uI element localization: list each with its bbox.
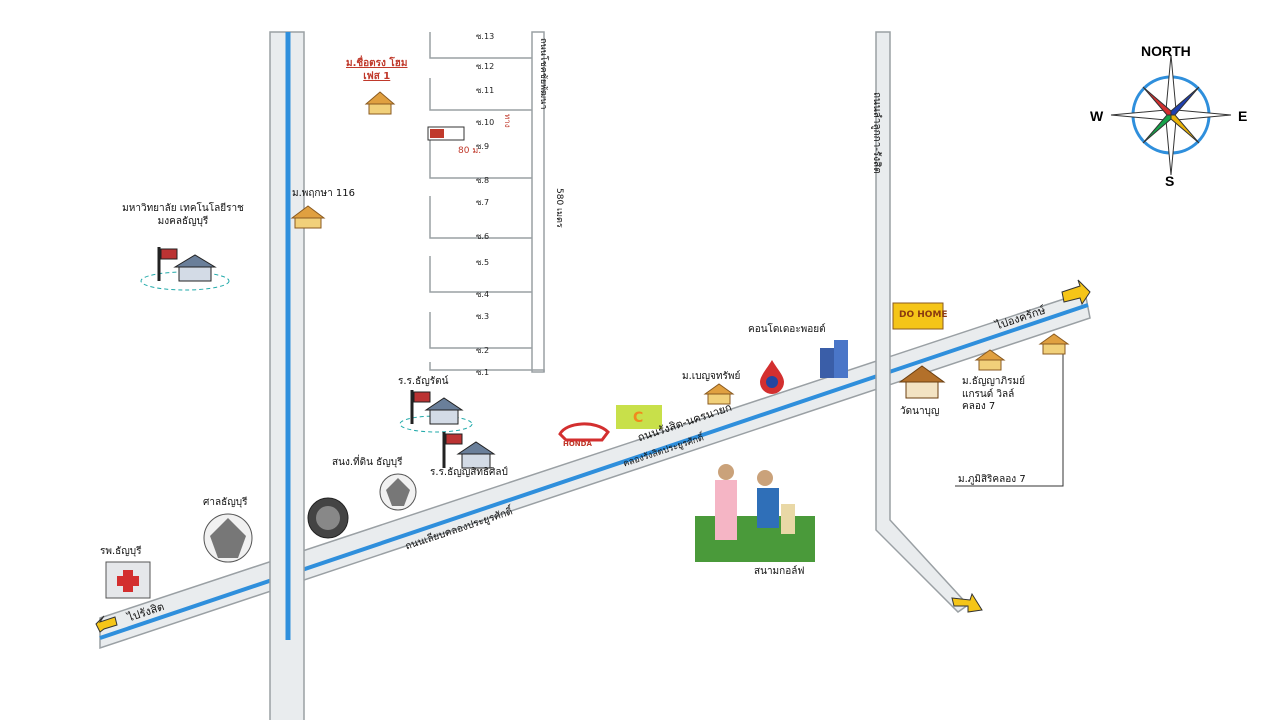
school2-label: ร.ร.ธัญญสิทธิศิลป์ — [430, 467, 508, 478]
seal-icon — [307, 497, 349, 539]
school1-label: ร.ร.ธัญรัตน์ — [398, 376, 449, 387]
golf-label: สนามกอล์ฟ — [754, 566, 805, 577]
project-label: ม.ชื่อตรง โฮม เฟส 1 — [346, 58, 408, 82]
compass-rose-icon — [1110, 54, 1232, 176]
distance-80-label: 80 ม. — [458, 146, 482, 156]
main-canal — [99, 303, 1089, 640]
arrow-rangsit-icon — [95, 615, 118, 633]
project-marker-flag — [430, 129, 444, 138]
house-icon — [703, 383, 735, 405]
shop-logo-letter: C — [633, 410, 643, 426]
house-icon — [364, 91, 396, 115]
arrow-ongkharak-icon — [1061, 279, 1091, 306]
right-road-label: ถนนลำลูกกา-รังสิต — [871, 92, 882, 174]
dohome-logo-icon — [892, 302, 944, 330]
soi-label: ซ.10 — [476, 118, 495, 127]
school-icon — [442, 432, 496, 469]
soi-label: ซ.7 — [476, 198, 490, 207]
honda-logo-icon — [558, 422, 610, 442]
soi-label: ซ.2 — [476, 346, 490, 355]
vertical-road-label: ถนนโชคชัยพัฒนา — [538, 38, 548, 110]
university-label: มหาวิทยาลัย เทคโนโลยีราช มงคลธัญบุรี — [122, 203, 244, 227]
compass-west-label: W — [1090, 108, 1104, 124]
phumsiri-leader-line — [955, 351, 1064, 487]
soi-label: ซ.12 — [476, 62, 495, 71]
soi-label: ซ.11 — [476, 86, 495, 95]
soi-label: ซ.13 — [476, 32, 495, 41]
soi-label: ซ.3 — [476, 312, 490, 321]
court-label: ศาลธัญบุรี — [203, 497, 248, 508]
condo-building-icon — [820, 340, 848, 378]
compass-north-label: NORTH — [1141, 43, 1191, 59]
temple-icon — [898, 365, 946, 399]
hospital-label: รพ.ธัญบุรี — [100, 546, 142, 557]
house-icon — [974, 349, 1006, 371]
soi-main-road — [531, 31, 545, 373]
land-office-label: สนง.ที่ดิน ธัญบุรี — [332, 457, 403, 468]
shop-logo-icon — [616, 405, 662, 429]
soi-label: ซ.4 — [476, 290, 490, 299]
soi-label: ซ.8 — [476, 176, 490, 185]
house-icon — [290, 205, 326, 229]
soi-label: ซ.9 — [476, 142, 490, 151]
garuda-emblem-icon — [379, 473, 417, 511]
hospital-icon — [105, 561, 151, 599]
dohome-label: DO HOME — [899, 310, 948, 320]
phrueksa-label: ม.พฤกษา 116 — [292, 188, 355, 199]
distance-580-label: 580 เมตร — [554, 188, 564, 228]
soi-label: ซ.5 — [476, 258, 490, 267]
wat-label: วัดนาบุญ — [900, 406, 940, 417]
soi-label: ซ.6 — [476, 232, 490, 241]
thanya-label: ม.ธัญญาภิรมย์ แกรนด์ วิลล์ คลอง 7 — [962, 376, 1025, 412]
phumsiri-label: ม.ภูมิสิริคลอง 7 — [958, 474, 1026, 485]
distance-small-label: ทาง — [503, 114, 512, 128]
golf-course-image — [695, 464, 815, 562]
garuda-emblem-icon — [203, 513, 253, 563]
soi-label: ซ.1 — [476, 368, 490, 377]
soi-branches — [429, 32, 545, 372]
arrow-south-icon — [951, 592, 983, 613]
honda-label: HONDA — [563, 440, 592, 448]
school-icon — [399, 390, 473, 433]
university-icon — [140, 247, 230, 291]
compass-east-label: E — [1238, 108, 1248, 124]
gas-station-icon — [760, 360, 784, 394]
condo-label: คอนโดเดอะพอยต์ — [748, 324, 826, 335]
house-icon — [1038, 333, 1070, 355]
compass-south-label: S — [1165, 173, 1175, 189]
benjasap-label: ม.เบญจทรัพย์ — [682, 371, 741, 382]
